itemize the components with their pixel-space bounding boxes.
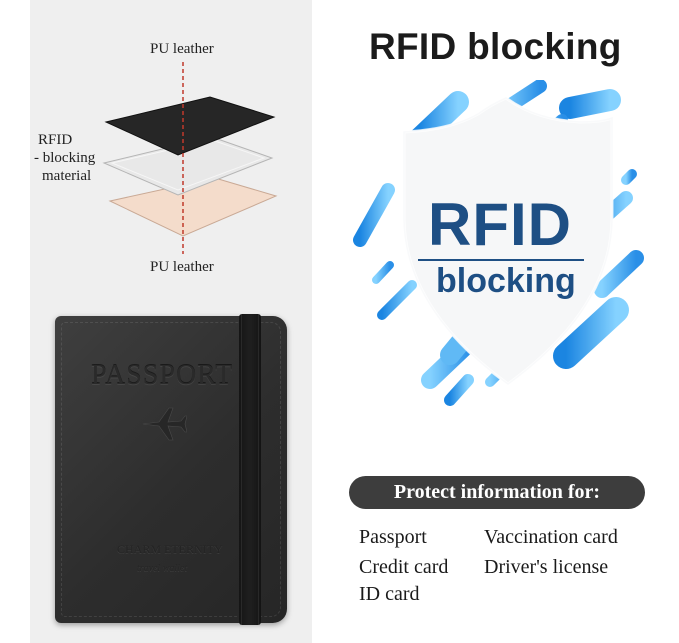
protect-item-passport: Passport [359,526,427,548]
rfid-layer-label: RFID - blocking material [34,131,114,185]
protect-item-id-card: ID card [359,583,420,605]
elastic-strap [239,314,261,625]
airplane-icon [142,407,187,441]
protect-item-drivers-license: Driver's license [484,556,609,578]
rfid-label-line-2: - blocking [34,150,96,166]
rfid-heading: RFID blocking [369,26,622,67]
protect-item-credit-card: Credit card [359,556,449,578]
shield-graphic [353,80,644,406]
shield-rfid-text: RFID [428,191,572,258]
passport-cover: PASSPORT CHARM ETERNITY travel wallet [55,314,287,625]
cover-stitching [61,322,281,617]
protect-title: Protect information for: [393,481,601,503]
rfid-label-line-3: material [42,168,92,184]
shield-blocking-text: blocking [436,262,576,300]
top-layer-label: PU leather [150,41,214,57]
protect-item-vaccination-card: Vaccination card [484,526,618,548]
bottom-layer-label: PU leather [150,259,214,275]
shield-divider [418,259,584,261]
brand-subtitle: travel wallet [137,563,188,574]
protect-banner: Protect information for: [349,476,645,509]
rfid-label-line-1: RFID [38,132,73,148]
top-leather-layer [104,96,276,156]
layers-diagram [102,62,278,254]
passport-title: PASSPORT [91,360,234,391]
brand-name: CHARM ETERNITY [117,542,223,556]
